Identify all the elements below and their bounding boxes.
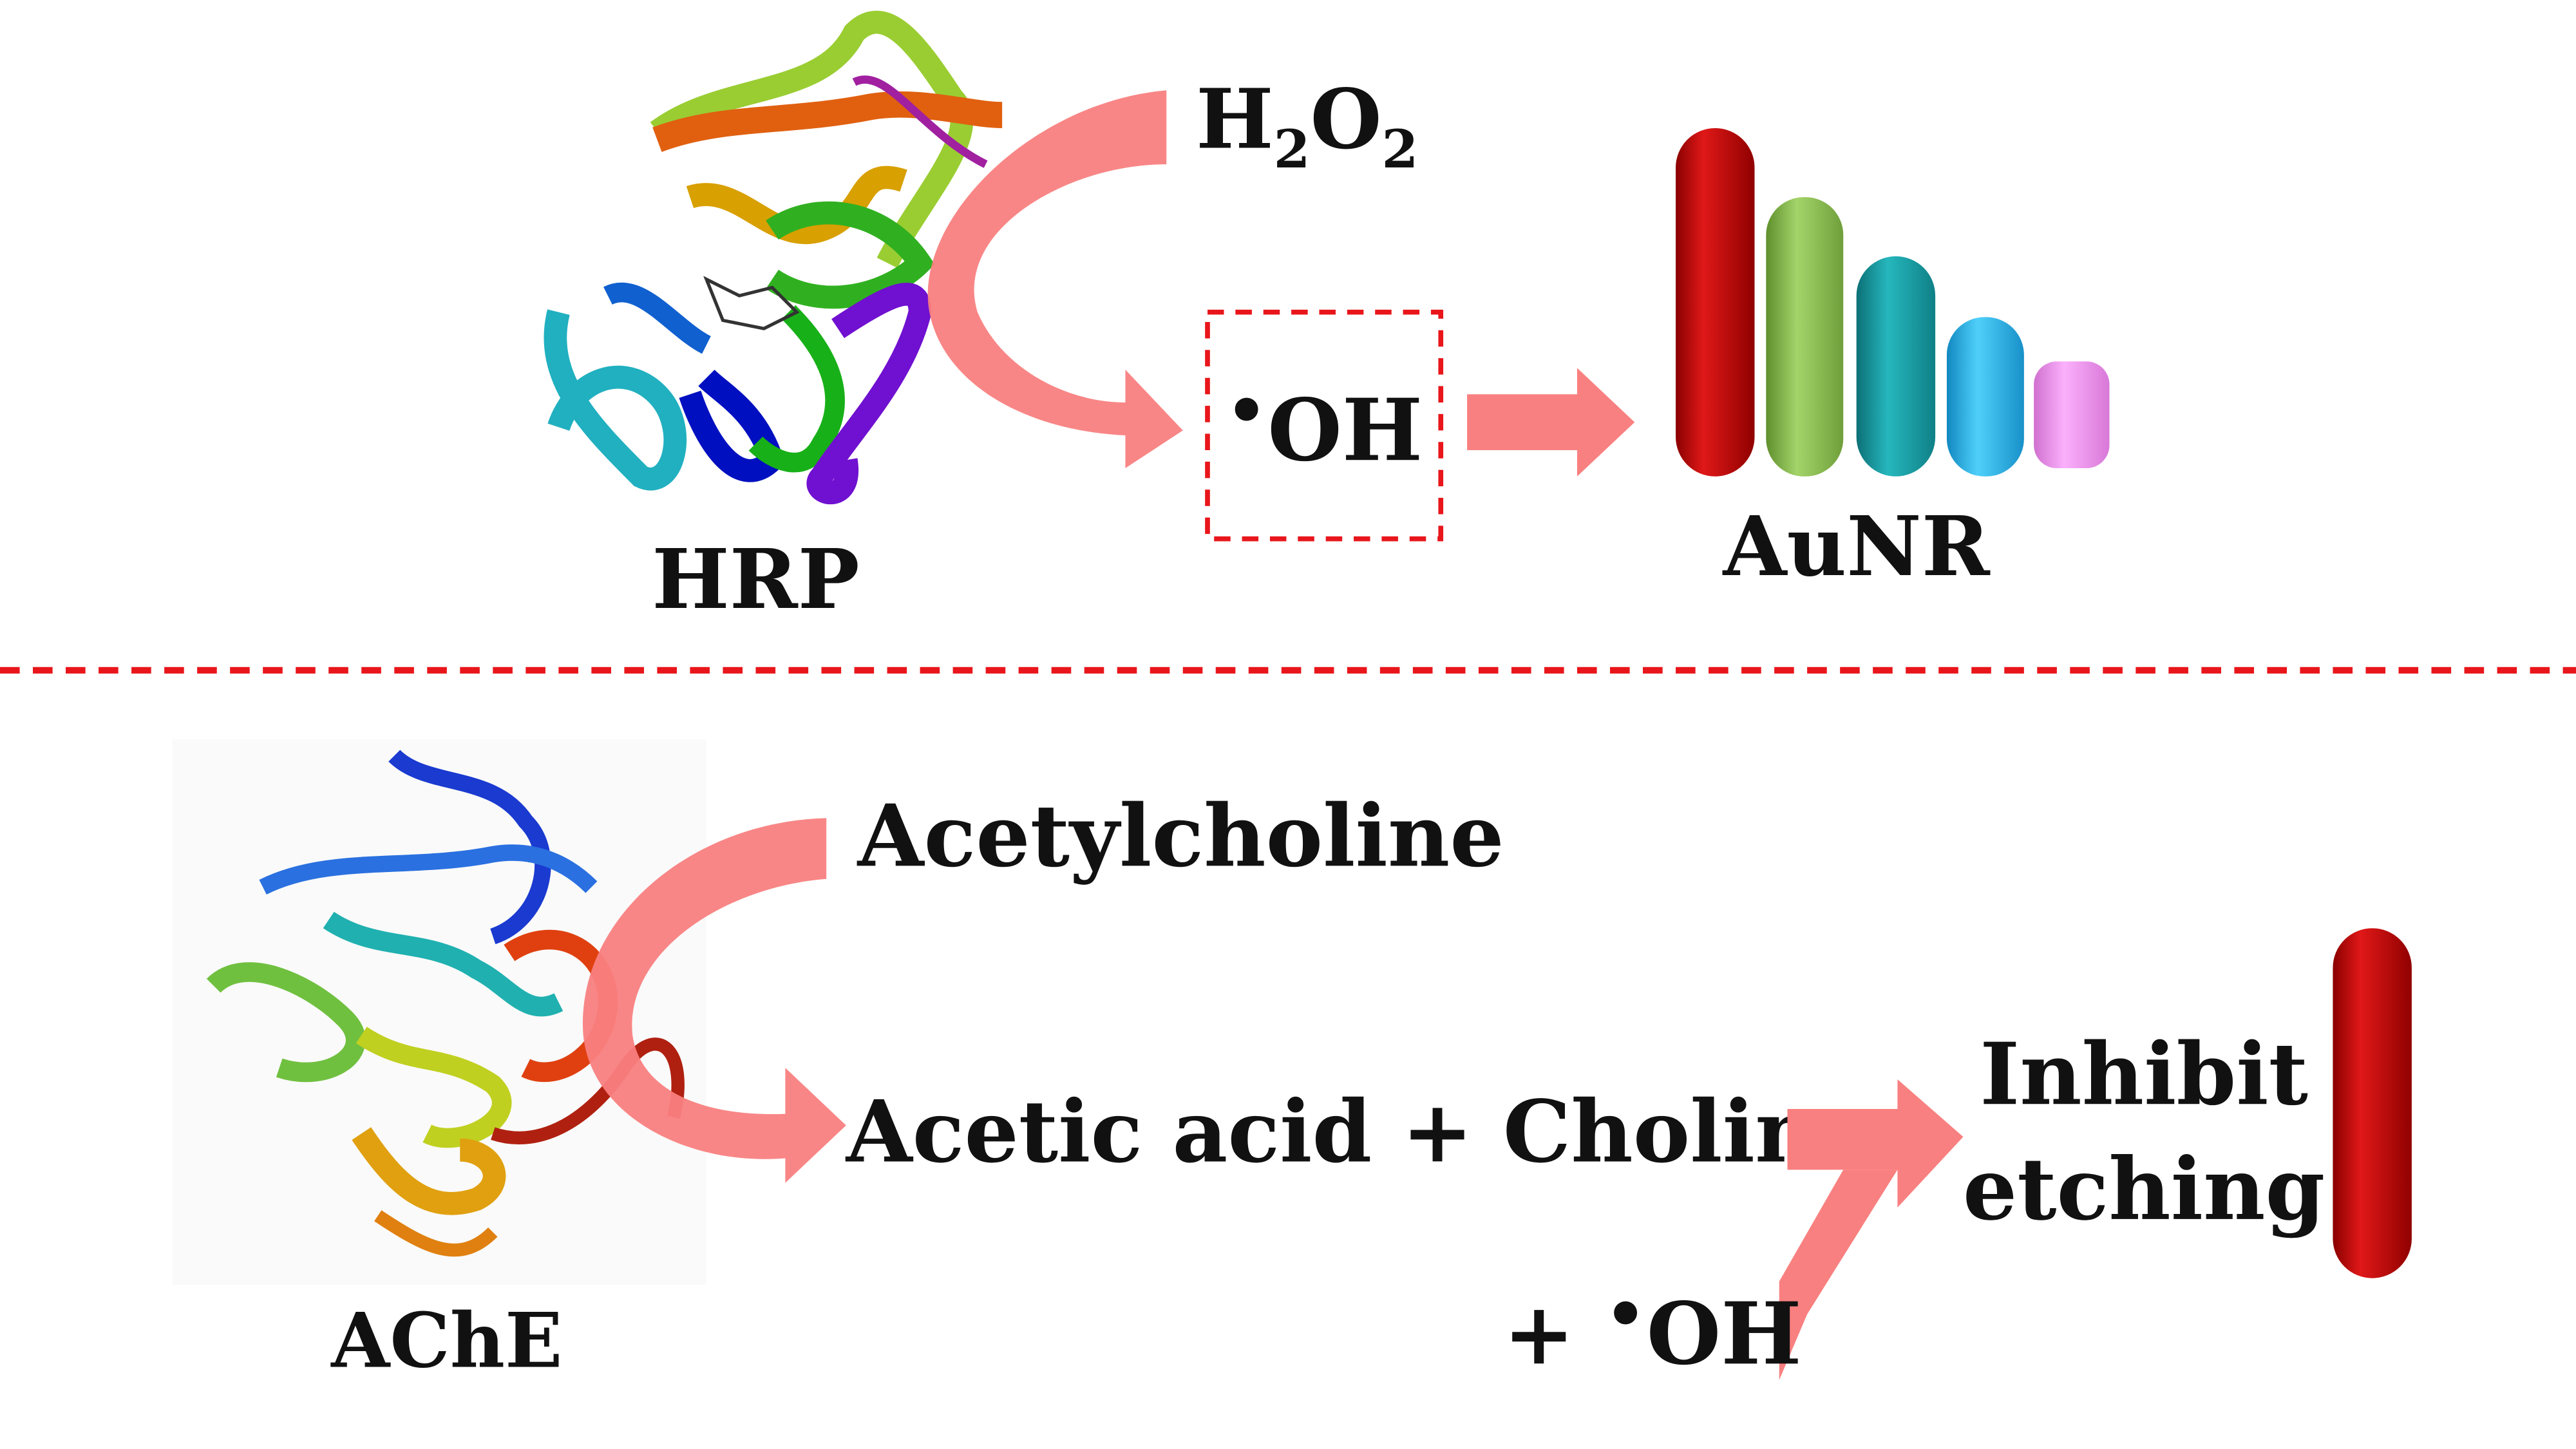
hydroxyl-radical-label: •OH (1226, 372, 1423, 480)
heme-group (703, 276, 800, 330)
acetylcholine-label: Acetylcholine (857, 786, 1504, 886)
h2o2-to-oh-arrow (927, 90, 1183, 469)
nanorod-teal (1856, 256, 1936, 477)
hrp-protein-structure (544, 10, 1003, 505)
aunr-nanorods (1676, 128, 2110, 477)
intact-nanorod (2333, 928, 2412, 1278)
aunr-label: AuNR (1723, 498, 1991, 595)
inhibit-label: Inhibit (1980, 1024, 2308, 1124)
etching-label: etching (1963, 1139, 2325, 1240)
h2o2-label: H2O2 (1196, 71, 1418, 181)
ache-label: AChE (330, 1296, 562, 1385)
products-label: Acetic acid + Choline (845, 1082, 1871, 1182)
nanorod-green (1766, 197, 1844, 477)
hrp-label: HRP (652, 531, 859, 628)
oh-to-aunr-arrow (1467, 368, 1635, 477)
acetylcholine-to-products-arrow (582, 818, 846, 1183)
products-to-inhibit-arrow (1787, 1079, 1964, 1208)
additive-oh-label: + •OH (1503, 1276, 1801, 1385)
oh-join-arrow (1779, 1170, 1898, 1380)
hydroxyl-radical-box (1205, 309, 1444, 542)
nanorod-red (1676, 128, 1755, 477)
nanorod-pink (2034, 361, 2110, 469)
nanorod-cyan (1946, 317, 2024, 477)
